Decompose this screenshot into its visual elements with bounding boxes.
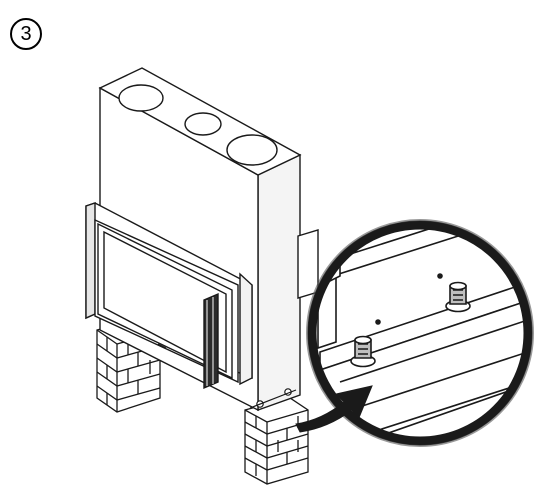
- detail-pointer-arrow: [295, 385, 373, 433]
- detail-magnifier: [306, 219, 534, 447]
- step-number-badge: 3: [10, 18, 42, 50]
- mounting-bolts: [249, 388, 297, 409]
- glass-door: [97, 222, 233, 390]
- right-brick-support: [244, 397, 309, 485]
